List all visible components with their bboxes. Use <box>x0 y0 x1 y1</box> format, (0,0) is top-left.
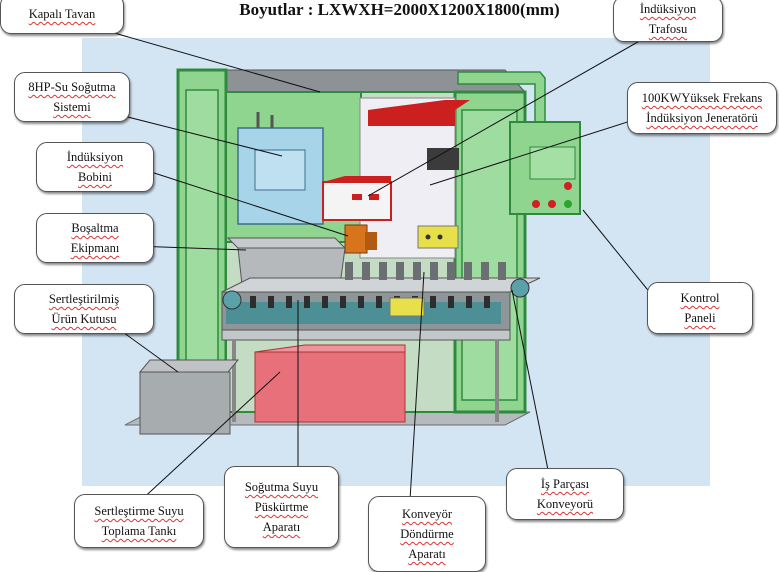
callout-induksiyon-bobini-line1: İndüksiyon <box>66 150 124 164</box>
callout-su-sogutma-line1: 8HP-Su Soğutma <box>28 80 116 94</box>
transformer-top <box>368 110 455 126</box>
water-cooling-screen <box>254 149 306 191</box>
lower-shelf <box>221 329 511 341</box>
callout-dondurme-line2: Döndürme <box>400 527 454 541</box>
callout-toplama-tanki: Sertleştirme Suyu Toplama Tankı <box>74 494 204 548</box>
control-button-green <box>564 200 572 208</box>
callout-jenerator-line1: 100KWYüksek Frekans <box>641 91 763 105</box>
conveyor-pulley-left <box>222 290 242 310</box>
control-button-red-2 <box>548 200 556 208</box>
callout-dondurme: Konveyör Döndürme Aparatı <box>368 496 486 572</box>
callout-is-parcasi-line2: Konveyorü <box>536 497 594 511</box>
page-title: Boyutlar : LXWXH=2000X1200X1800(mm) <box>239 0 560 19</box>
callout-kapali-tavan-line1: Kapalı Tavan <box>28 7 96 21</box>
leader-lines <box>61 17 661 504</box>
callout-induksiyon-bobini-line2: Bobini <box>77 170 113 184</box>
callout-induksiyon-trafosu: İndüksiyon Trafosu <box>613 0 723 42</box>
control-button-red-1 <box>532 200 540 208</box>
callout-dondurme-line3: Aparatı <box>408 547 446 561</box>
product-box <box>138 359 240 373</box>
callout-urun-kutusu: Sertleştirilmiş Ürün Kutusu <box>14 284 154 334</box>
callout-puskurtme-line2: Püskürtme <box>254 500 309 514</box>
callout-puskurtme: Soğutma Suyu Püskürtme Aparatı <box>224 466 339 548</box>
callout-bosaltma-line1: Boşaltma <box>71 221 119 235</box>
workpiece-row <box>345 262 506 280</box>
discharge-hopper <box>226 237 347 249</box>
callout-is-parcasi-line1: İş Parçası <box>540 477 590 491</box>
callout-puskurtme-line1: Soğutma Suyu <box>244 480 319 494</box>
callout-bosaltma: Boşaltma Ekipmanı <box>36 213 154 263</box>
callout-kapali-tavan: Kapalı Tavan <box>0 0 124 34</box>
callout-urun-kutusu-line1: Sertleştirilmiş <box>48 292 120 306</box>
control-panel-screen <box>529 146 576 180</box>
induction-coil <box>344 224 368 254</box>
cabinet-right-inner <box>461 109 518 401</box>
callout-is-parcasi: İş Parçası Konveyorü <box>506 468 624 520</box>
cabinet-left-inner <box>185 89 219 391</box>
callout-toplama-tanki-line1: Sertleştirme Suyu <box>94 504 184 518</box>
callout-kontrol-paneli-line2: Paneli <box>684 311 716 325</box>
induction-transformer <box>322 181 392 221</box>
callout-jenerator: 100KWYüksek Frekans İndüksiyon Jeneratör… <box>627 82 777 134</box>
transformer-screen <box>427 148 459 170</box>
control-button-red-3 <box>564 182 572 190</box>
callout-urun-kutusu-line2: Ürün Kutusu <box>51 312 117 326</box>
conveyor-pulley-right <box>510 278 530 298</box>
callout-toplama-tanki-line2: Toplama Tankı <box>101 524 177 538</box>
callout-induksiyon-trafosu-line1: İndüksiyon <box>639 2 697 16</box>
callout-bosaltma-line2: Ekipmanı <box>70 241 120 255</box>
callout-dondurme-line1: Konveyör <box>402 507 452 521</box>
callout-induksiyon-trafosu-line2: Trafosu <box>648 22 688 36</box>
callout-su-sogutma-line2: Sistemi <box>53 100 91 114</box>
callout-kontrol-paneli-line1: Kontrol <box>680 291 720 305</box>
callout-puskurtme-line3: Aparatı <box>262 520 301 534</box>
conveyor-table <box>221 277 541 293</box>
callout-kontrol-paneli: Kontrol Paneli <box>647 282 753 334</box>
quench-water-tank <box>254 351 406 423</box>
callout-induksiyon-bobini: İndüksiyon Bobini <box>36 142 154 192</box>
callout-jenerator-line2: İndüksiyon Jeneratörü <box>646 111 758 125</box>
callout-su-sogutma: 8HP-Su Soğutma Sistemi <box>14 72 130 122</box>
